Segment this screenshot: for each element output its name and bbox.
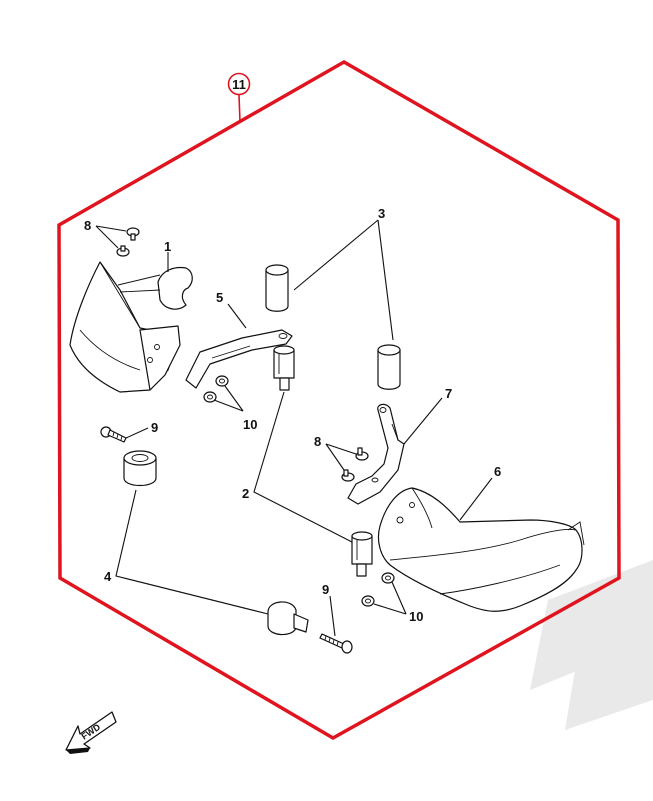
watermark-logo [530,560,653,730]
callout-6: 6 [494,464,501,479]
leader-lines [95,219,493,637]
callout-9-right: 9 [322,582,329,597]
rubber-sleeve-lower [377,344,401,390]
callout-5: 5 [216,290,223,305]
callout-8-mid: 8 [314,434,321,449]
assembly-ref-circle [227,72,251,96]
bolt-left [100,426,127,443]
callout-9-left: 9 [151,420,158,435]
collar-lower [351,531,373,577]
bar-end-weight-left [123,450,157,487]
nut-set-right [361,572,395,607]
handguard-right [377,487,585,612]
callout-2: 2 [242,486,249,501]
callout-4: 4 [104,569,112,584]
nut-set-left [203,375,229,403]
callout-7: 7 [445,386,452,401]
collar-upper [273,345,295,391]
assembly-ref-leader [238,94,241,123]
assembly-outline [57,59,621,741]
callout-10-right: 10 [409,609,423,624]
screw-set-top [116,227,140,257]
bar-end-weight-right [267,601,309,636]
bracket-left [185,329,293,389]
callout-10-left: 10 [243,417,257,432]
callout-1: 1 [164,239,171,254]
bracket-right [347,403,405,505]
callout-3: 3 [378,206,385,221]
bolt-right [319,633,353,654]
screw-set-mid [341,447,369,482]
callout-8-top: 8 [84,218,91,233]
fwd-arrow-icon: FWD [65,711,117,754]
assembly-ref-label: 11 [232,77,246,92]
handguard-left [69,261,193,393]
rubber-sleeve-upper [265,264,289,312]
